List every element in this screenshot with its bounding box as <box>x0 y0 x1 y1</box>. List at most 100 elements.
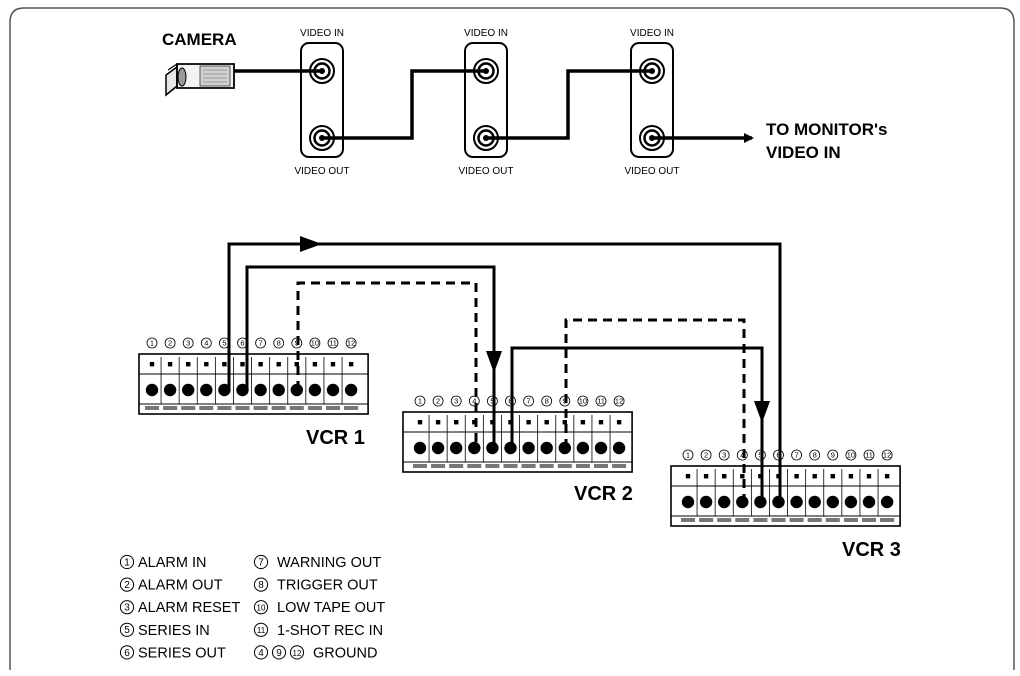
legend-number-badge: 12 <box>289 645 305 660</box>
svg-text:10: 10 <box>257 604 266 613</box>
vcr-3-terminal-2-screw <box>699 495 713 509</box>
pin-number-label: 10 <box>577 395 589 407</box>
svg-text:3: 3 <box>454 397 458 406</box>
svg-text:5: 5 <box>758 451 762 460</box>
vcr-3-terminal-3-screw <box>718 495 731 509</box>
pin-number-label: 8 <box>809 449 821 461</box>
legend-number-badge: 1 <box>119 554 135 570</box>
pin-number-label: 2 <box>432 395 444 407</box>
svg-text:8: 8 <box>258 580 264 591</box>
box2-to-box3-cable <box>486 69 652 140</box>
vcr-2-terminal-11-screw <box>594 441 608 455</box>
svg-text:11: 11 <box>257 626 266 635</box>
svg-text:10: 10 <box>579 397 587 406</box>
vcr-3-terminal-12-screw <box>880 495 894 509</box>
vcr-1-terminal-1-screw <box>145 383 159 397</box>
legend-number-badge: 4 <box>253 645 269 660</box>
svg-text:6: 6 <box>124 648 130 659</box>
vcr-1-terminal-3-screw <box>182 383 195 397</box>
vcr-3-terminal-8-screw <box>808 495 821 509</box>
svg-text:1: 1 <box>686 451 690 460</box>
vcr-2-terminal-3-screw <box>450 441 463 455</box>
alarm-wiring <box>227 236 782 502</box>
svg-text:2: 2 <box>436 397 440 406</box>
legend-item: 8 TRIGGER OUT <box>253 577 378 594</box>
svg-text:WARNING OUT: WARNING OUT <box>277 555 381 571</box>
svg-text:ALARM OUT: ALARM OUT <box>138 578 223 594</box>
svg-text:10: 10 <box>311 339 319 348</box>
vcr-2-terminal-8-screw <box>540 441 553 455</box>
vcr-3-terminal-9-screw <box>826 495 839 509</box>
svg-text:SERIES OUT: SERIES OUT <box>138 645 226 661</box>
svg-text:ALARM IN: ALARM IN <box>138 555 207 571</box>
svg-text:11: 11 <box>865 451 873 460</box>
svg-text:4: 4 <box>204 339 208 348</box>
vcr-1-terminal-11-screw <box>326 383 340 397</box>
svg-text:GROUND: GROUND <box>313 645 377 661</box>
vcr3-series-out-to-vcr1-series-in-wire <box>227 242 782 502</box>
svg-text:7: 7 <box>259 339 263 348</box>
legend-number-badge: 9 <box>271 645 287 660</box>
vcr-2-terminal-2-screw <box>431 441 445 455</box>
wire-return-arrow <box>300 236 322 252</box>
svg-text:12: 12 <box>293 649 302 658</box>
pin-number-label: 5 <box>755 449 766 461</box>
svg-text:11: 11 <box>597 397 605 406</box>
vcr-2-terminal-5-screw <box>486 441 499 455</box>
vcr-3-terminal-10-screw <box>844 495 858 509</box>
vcr-2-terminal-4-screw <box>468 441 481 455</box>
legend-number-badge: 10 <box>253 600 269 615</box>
svg-text:12: 12 <box>883 451 891 460</box>
vcr-2-terminal-12-screw <box>612 441 626 455</box>
svg-text:SERIES IN: SERIES IN <box>138 623 210 639</box>
pin-number-label: 2 <box>700 449 712 461</box>
pin-number-label: 3 <box>718 449 730 461</box>
pin-number-label: 11 <box>595 395 607 407</box>
vcr-1-label: VCR 1 <box>306 427 365 449</box>
svg-text:TRIGGER OUT: TRIGGER OUT <box>277 578 378 594</box>
pin-number-label: 1 <box>414 395 426 407</box>
legend-number-badge: 2 <box>119 577 135 592</box>
vcr-3-terminal-7-screw <box>790 495 803 509</box>
video-in-label: VIDEO IN <box>300 28 344 39</box>
svg-text:5: 5 <box>490 397 494 406</box>
vcr-2-terminal-7-screw <box>522 441 535 455</box>
svg-text:1: 1 <box>418 397 422 406</box>
svg-text:5: 5 <box>222 339 226 348</box>
pin-number-label: 9 <box>827 449 839 461</box>
vcr-3-terminal-11-screw <box>862 495 876 509</box>
legend-number-badge: 5 <box>119 622 135 637</box>
svg-text:10: 10 <box>847 451 855 460</box>
video-in-label: VIDEO IN <box>464 28 508 39</box>
wire-down-arrow-vcr3 <box>754 401 770 423</box>
vcr2-series-out-to-vcr3-series-in-wire <box>510 346 764 502</box>
legend-number-badge: 3 <box>119 600 135 615</box>
svg-text:8: 8 <box>545 397 549 406</box>
svg-text:7: 7 <box>527 397 531 406</box>
vcr-1-terminal-4-screw <box>200 383 213 397</box>
video-out-label: VIDEO OUT <box>458 166 513 177</box>
pin-number-label: 7 <box>523 395 534 407</box>
svg-text:7: 7 <box>258 557 264 568</box>
svg-text:1: 1 <box>124 557 130 568</box>
vcr-3-terminal-4-screw <box>736 495 749 509</box>
svg-text:1-SHOT REC IN: 1-SHOT REC IN <box>277 623 383 639</box>
svg-text:ALARM RESET: ALARM RESET <box>138 600 240 616</box>
pin-number-label: 12 <box>613 395 625 407</box>
legend-item: 6 SERIES OUT <box>119 645 226 661</box>
ground-wire-vcr1-vcr2 <box>296 281 478 448</box>
svg-text:8: 8 <box>813 451 817 460</box>
svg-text:2: 2 <box>704 451 708 460</box>
svg-text:9: 9 <box>276 648 282 659</box>
video-out-label: VIDEO OUT <box>624 166 679 177</box>
vcr-1-terminal-8-screw <box>272 383 285 397</box>
legend-item: 11 1-SHOT REC IN <box>253 622 383 639</box>
